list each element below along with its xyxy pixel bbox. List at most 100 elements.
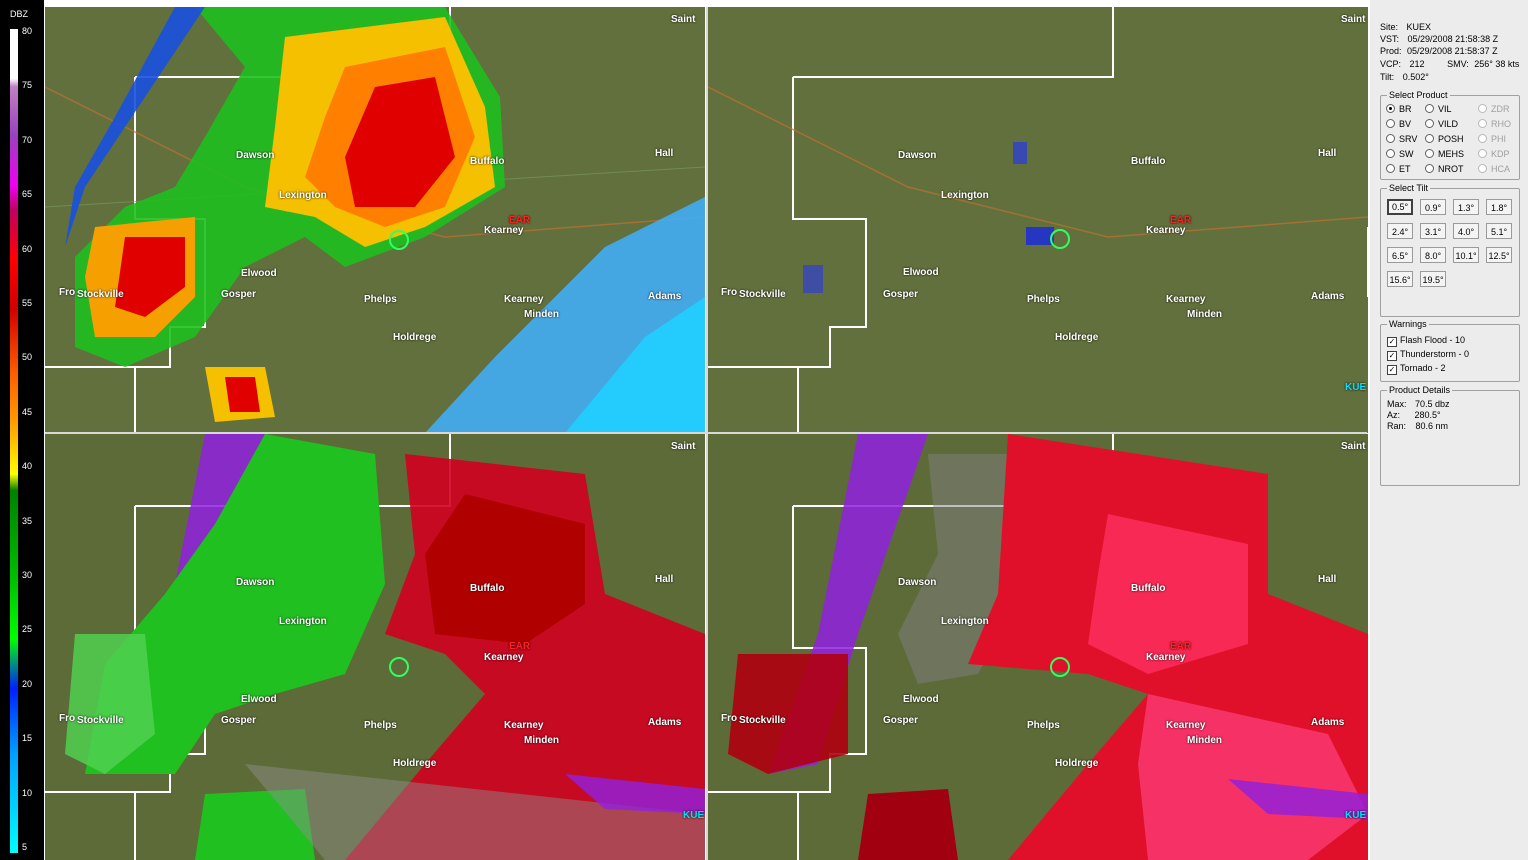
- city-label-adams: Adams: [648, 291, 682, 302]
- product-radio-hca[interactable]: HCA: [1478, 164, 1510, 174]
- product-radio-zdr[interactable]: ZDR: [1478, 104, 1510, 114]
- product-radio-vild[interactable]: VILD: [1425, 119, 1458, 129]
- legend-tick: 70: [22, 134, 33, 145]
- city-label-ear: EAR: [1170, 215, 1192, 226]
- product-radio-bv[interactable]: BV: [1386, 119, 1411, 129]
- legend-color-bar: [10, 29, 18, 853]
- city-label-holdrege: Holdrege: [1055, 332, 1099, 343]
- city-label-saint: Saint: [1341, 441, 1366, 452]
- legend-unit-label: DBZ: [10, 9, 28, 19]
- product-radio-vil[interactable]: VIL: [1425, 104, 1452, 114]
- city-label-ear: EAR: [509, 641, 531, 652]
- product-radio-sw[interactable]: SW: [1386, 149, 1414, 159]
- product-radio-label: MEHS: [1438, 149, 1465, 159]
- city-label-buffalo: Buffalo: [1131, 156, 1166, 167]
- prod-value: 05/29/2008 21:58:37 Z: [1407, 46, 1498, 56]
- city-label-saint: Saint: [671, 441, 696, 452]
- product-radio-posh[interactable]: POSH: [1425, 134, 1464, 144]
- product-radio-label: ET: [1399, 164, 1411, 174]
- city-label-elwood: Elwood: [903, 267, 939, 278]
- tilt-button[interactable]: 1.8°: [1486, 199, 1512, 215]
- product-radio-br[interactable]: BR: [1386, 104, 1412, 114]
- select-tilt-title: Select Tilt: [1387, 183, 1431, 193]
- product-radio-label: SRV: [1399, 134, 1418, 144]
- city-label-gosper: Gosper: [883, 715, 919, 726]
- city-label-adams: Adams: [1311, 717, 1345, 728]
- city-label-kearney: Kearney: [1146, 652, 1186, 663]
- tilt-button[interactable]: 0.9°: [1420, 199, 1446, 215]
- warning-label: Thunderstorm - 0: [1400, 349, 1470, 359]
- legend-tick: 60: [22, 243, 33, 254]
- city-label-phelps: Phelps: [1027, 720, 1060, 731]
- product-radio-label: BR: [1399, 104, 1412, 114]
- city-label-kearney-county: Kearney: [1166, 294, 1206, 305]
- city-label-gosper: Gosper: [883, 289, 919, 300]
- radio-dot-icon: [1478, 134, 1487, 143]
- tilt-button[interactable]: 15.6°: [1387, 271, 1413, 287]
- tilt-button[interactable]: 12.5°: [1486, 247, 1512, 263]
- tilt-button[interactable]: 3.1°: [1420, 223, 1446, 239]
- radar-panel-reflectivity[interactable]: Saint Dawson Buffalo Hall Lexington EAR …: [45, 7, 705, 433]
- warning-checkbox[interactable]: ✓Flash Flood - 10: [1387, 335, 1465, 347]
- radio-dot-icon: [1478, 119, 1487, 128]
- info-tilt: Tilt: 0.502°: [1380, 72, 1429, 82]
- tilt-button[interactable]: 0.5°: [1387, 199, 1413, 215]
- select-tilt-group: Select Tilt 0.5° 0.9° 1.3° 1.8° 2.4° 3.1° 4.0°…: [1380, 183, 1520, 317]
- city-label-elwood: Elwood: [241, 268, 277, 279]
- radio-dot-icon: [1425, 119, 1434, 128]
- tilt-button[interactable]: 2.4°: [1387, 223, 1413, 239]
- tilt-button[interactable]: 1.3°: [1453, 199, 1479, 215]
- city-label-holdrege: Holdrege: [393, 332, 437, 343]
- city-label-kearney-county: Kearney: [1166, 720, 1206, 731]
- product-details-title: Product Details: [1387, 385, 1453, 395]
- panel-divider-horizontal: [45, 432, 1367, 434]
- warning-label: Tornado - 2: [1400, 363, 1446, 373]
- product-radio-rho[interactable]: RHO: [1478, 119, 1511, 129]
- max-value: 70.5 dbz: [1415, 399, 1450, 409]
- city-label-gosper: Gosper: [221, 289, 257, 300]
- legend-tick: 80: [22, 26, 33, 36]
- city-label-ear: EAR: [509, 215, 531, 226]
- product-radio-et[interactable]: ET: [1386, 164, 1411, 174]
- product-radio-label: SW: [1399, 149, 1414, 159]
- vcp-value: 212: [1409, 59, 1425, 69]
- warning-checkbox[interactable]: ✓Tornado - 2: [1387, 363, 1446, 375]
- city-label-holdrege: Holdrege: [1055, 758, 1099, 769]
- terrain-map: [708, 7, 1368, 433]
- tilt-button[interactable]: 6.5°: [1387, 247, 1413, 263]
- tilt-button[interactable]: 4.0°: [1453, 223, 1479, 239]
- product-radio-label: VIL: [1438, 104, 1452, 114]
- legend-tick: 50: [22, 352, 33, 363]
- city-label-buffalo: Buffalo: [470, 583, 505, 594]
- product-radio-nrot[interactable]: NROT: [1425, 164, 1464, 174]
- product-radio-kdp[interactable]: KDP: [1478, 149, 1510, 159]
- city-label-minden: Minden: [524, 735, 559, 746]
- radio-dot-icon: [1386, 119, 1395, 128]
- city-label-dawson: Dawson: [236, 577, 275, 588]
- product-radio-label: POSH: [1438, 134, 1464, 144]
- product-radio-phi[interactable]: PHI: [1478, 134, 1506, 144]
- tilt-button[interactable]: 8.0°: [1420, 247, 1446, 263]
- product-radio-srv[interactable]: SRV: [1386, 134, 1417, 144]
- product-radio-label: PHI: [1491, 134, 1507, 144]
- radar-panel-storm-relative-velocity[interactable]: Saint Dawson Buffalo Hall Lexington EAR …: [708, 434, 1368, 860]
- radio-dot-icon: [1478, 104, 1487, 113]
- tilt-button[interactable]: 5.1°: [1486, 223, 1512, 239]
- city-label-adams: Adams: [648, 717, 682, 728]
- city-label-kearney-county: Kearney: [504, 720, 544, 731]
- info-vcp: VCP: 212 SMV: 256° 38 kts: [1380, 59, 1520, 69]
- radar-panel-velocity[interactable]: Saint Dawson Buffalo Hall Lexington EAR …: [45, 434, 705, 860]
- radio-dot-icon: [1478, 164, 1487, 173]
- detail-ran: Ran: 80.6 nm: [1387, 421, 1449, 431]
- radio-dot-icon: [1386, 134, 1395, 143]
- city-label-lexington: Lexington: [279, 616, 327, 627]
- city-label-buffalo: Buffalo: [1131, 583, 1166, 594]
- warning-label: Flash Flood - 10: [1400, 335, 1466, 345]
- radio-dot-icon: [1425, 134, 1434, 143]
- radar-panel-top-right[interactable]: Saint Dawson Buffalo Hall Lexington EAR …: [708, 7, 1368, 433]
- warning-checkbox[interactable]: ✓Thunderstorm - 0: [1387, 349, 1469, 361]
- tilt-button[interactable]: 19.5°: [1420, 271, 1446, 287]
- tilt-button[interactable]: 10.1°: [1453, 247, 1479, 263]
- product-radio-mehs[interactable]: MEHS: [1425, 149, 1464, 159]
